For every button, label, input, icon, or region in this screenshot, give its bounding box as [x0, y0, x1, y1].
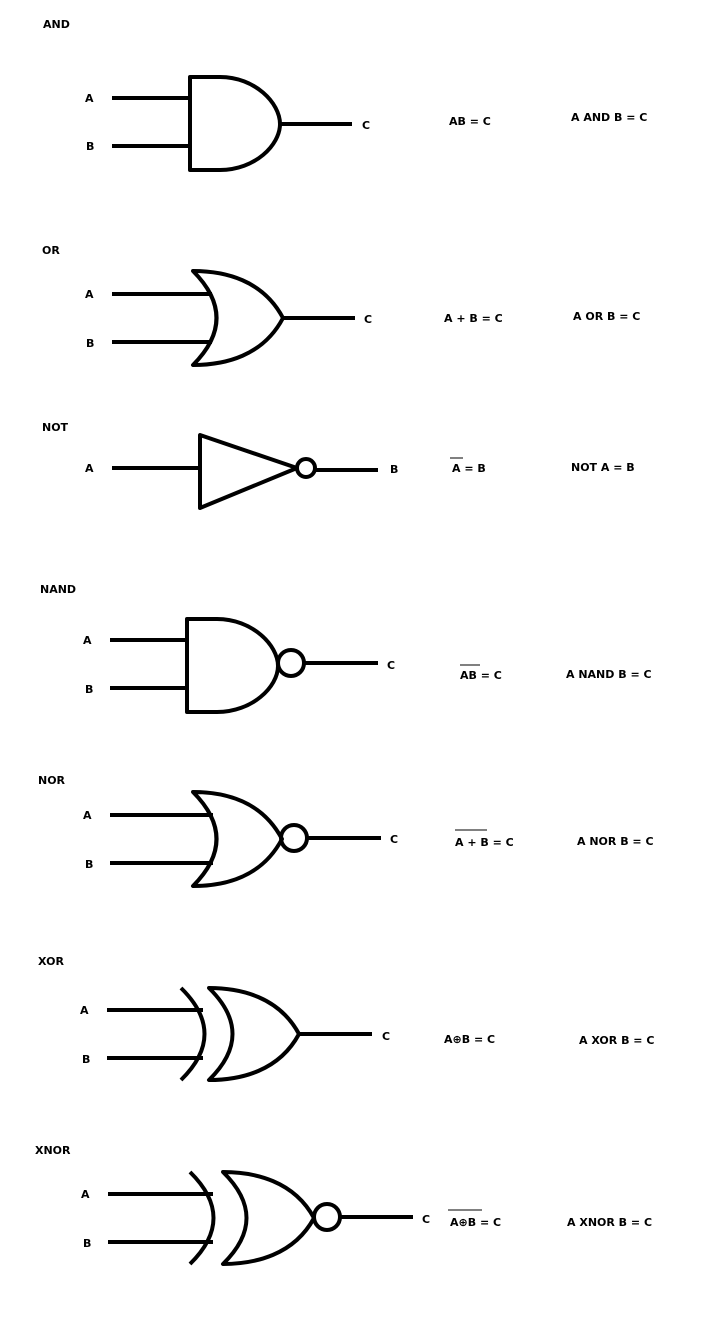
or-title: OR [42, 244, 60, 257]
nor-title: NOR [38, 774, 66, 787]
not-gate-symbol [198, 433, 299, 510]
or-input-a-label: A [85, 288, 94, 301]
xor-input-a-label: A [80, 1004, 89, 1017]
and-gate-row: AND A B C AB = C A AND B = C [43, 18, 647, 172]
xnor-gate-row: XNOR A B C A⊕B = C A XNOR B = C [35, 1144, 652, 1266]
nand-title: NAND [40, 583, 76, 596]
xor-word-expression: A XOR B = C [579, 1034, 654, 1047]
and-gate-symbol [188, 75, 282, 172]
nor-expression: A + B = C [455, 836, 514, 849]
xor-output-label: C [382, 1030, 390, 1043]
xor-extra-input-arc [179, 986, 207, 1082]
xor-title: XOR [38, 955, 64, 968]
xnor-input-b-label: B [83, 1237, 91, 1250]
and-word-expression: A AND B = C [571, 111, 647, 124]
xnor-output-label: C [422, 1213, 430, 1226]
xnor-gate-symbol [221, 1170, 316, 1266]
nor-inverter-bubble [279, 823, 309, 853]
or-output-label: C [364, 313, 372, 326]
xnor-expression: A⊕B = C [450, 1216, 501, 1229]
not-input-a-label: A [85, 462, 94, 475]
and-output-label: C [362, 119, 370, 132]
and-expression: AB = C [449, 115, 491, 128]
and-title: AND [43, 18, 70, 31]
nor-gate-symbol [191, 790, 284, 888]
nand-gate-row: NAND A B C AB = C A NAND B = C [40, 583, 652, 714]
nand-input-b-label: B [85, 683, 93, 696]
nand-input-a-label: A [83, 634, 92, 647]
xor-gate-symbol [207, 986, 301, 1082]
nor-gate-row: NOR A B C A + B = C A NOR B = C [38, 774, 654, 888]
xnor-input-a-label: A [81, 1188, 90, 1201]
xor-gate-row: XOR A B C A⊕B = C A XOR B = C [38, 955, 654, 1082]
nand-expression: AB = C [460, 669, 502, 682]
nor-input-a-label: A [83, 809, 92, 822]
or-gate-symbol [191, 269, 285, 367]
nor-output-label: C [390, 833, 398, 846]
not-inverter-bubble [295, 457, 317, 479]
and-input-a-label: A [85, 92, 94, 105]
xnor-inverter-bubble [312, 1202, 342, 1232]
or-expression: A + B = C [444, 312, 503, 325]
xor-input-b-label: B [82, 1053, 90, 1066]
nand-gate-symbol [185, 617, 280, 714]
and-input-b-label: B [86, 140, 94, 153]
not-word-expression: NOT A = B [571, 461, 635, 474]
nor-word-expression: A NOR B = C [577, 835, 654, 848]
xor-expression: A⊕B = C [444, 1033, 495, 1046]
not-gate-row: NOT A B A = B NOT A = B [42, 421, 635, 510]
xnor-extra-input-arc [188, 1170, 216, 1266]
not-expression: A = B [452, 462, 486, 475]
not-output-label: B [390, 463, 398, 476]
or-word-expression: A OR B = C [573, 310, 640, 323]
or-input-b-label: B [86, 337, 94, 350]
xnor-word-expression: A XNOR B = C [567, 1216, 652, 1229]
nor-input-b-label: B [85, 858, 93, 871]
or-gate-row: OR A B C A + B = C A OR B = C [42, 244, 640, 367]
nand-output-label: C [387, 659, 395, 672]
nand-inverter-bubble [276, 648, 306, 678]
nand-word-expression: A NAND B = C [566, 668, 652, 681]
xnor-title: XNOR [35, 1144, 71, 1157]
not-title: NOT [42, 421, 69, 434]
